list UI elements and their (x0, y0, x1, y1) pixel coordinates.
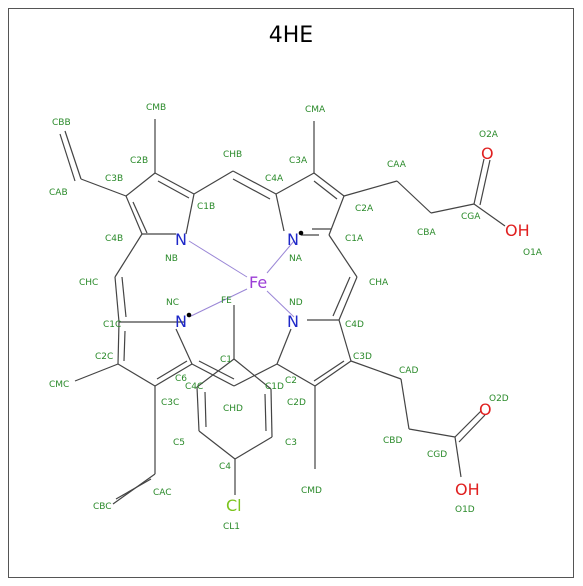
nitrogen-atom-nd: N (287, 312, 299, 331)
atom-label: O2D (489, 394, 509, 404)
atom-label: CHC (79, 278, 98, 288)
atom-label: NB (165, 254, 178, 264)
atom-label: NC (166, 298, 179, 308)
atom-label: ND (289, 298, 303, 308)
atom-label: CL1 (223, 522, 240, 532)
oxygen-atom-o2d: O (479, 400, 492, 419)
iron-atom: Fe (249, 273, 267, 292)
atom-label: CMA (305, 105, 326, 115)
atom-label: C6 (175, 374, 187, 384)
atom-label: CAC (153, 488, 172, 498)
atom-label: CMB (146, 103, 166, 113)
structure-panel: 4HE (8, 8, 574, 578)
atom-label: C2C (95, 352, 113, 362)
molecule-diagram: Fe N N N N O OH O OH Cl CBB CMB CMA O2A … (49, 103, 543, 532)
oxygen-atom-o2a: O (481, 144, 494, 163)
atom-label: C4B (105, 234, 123, 244)
atom-label: C5 (173, 438, 185, 448)
atom-label: C2 (285, 376, 297, 386)
chlorine-atom: Cl (226, 496, 242, 515)
atom-label: CHA (369, 278, 389, 288)
atom-label: CBC (93, 502, 112, 512)
radical-dot-nc (186, 312, 192, 318)
atom-label: C4 (219, 462, 231, 472)
atom-label: O1A (523, 248, 543, 258)
atom-label: C1B (197, 202, 215, 212)
radical-dot-na (298, 230, 304, 236)
atom-label: C1A (345, 234, 364, 244)
hydroxyl-o1a: OH (505, 221, 530, 240)
atom-label: CMD (301, 486, 322, 496)
atom-label: CGA (461, 212, 481, 222)
bond-lines (59, 119, 506, 505)
atom-label: CAD (399, 366, 418, 376)
atom-label: CBB (52, 118, 71, 128)
molecule-title: 4HE (268, 23, 314, 48)
nitrogen-atom-na: N (287, 230, 299, 249)
nitrogen-atom-nb: N (175, 230, 187, 249)
atom-label: CMC (49, 380, 69, 390)
coordination-bonds (188, 240, 295, 318)
atom-name-labels: CBB CMB CMA O2A C2B CHB C3A CAA C3B C4A … (49, 103, 543, 532)
atom-label: CBA (417, 228, 436, 238)
atom-label: C1D (265, 382, 284, 392)
atom-label: C2D (287, 398, 306, 408)
atom-label: CGD (427, 450, 447, 460)
atom-label: CAA (387, 160, 407, 170)
atom-label: C3B (105, 174, 123, 184)
atom-label: C3 (285, 438, 297, 448)
atom-label: C2A (355, 204, 374, 214)
atom-label: C3D (353, 352, 372, 362)
atom-label: CHD (223, 404, 243, 414)
atom-label: C2B (130, 156, 148, 166)
atom-label: NA (289, 254, 303, 264)
atom-label: FE (221, 296, 232, 306)
atom-label: C4C (185, 382, 203, 392)
heteroatom-labels: Fe N N N N O OH O OH Cl (175, 144, 530, 515)
atom-label: C4A (265, 174, 284, 184)
hydroxyl-o1d: OH (455, 480, 480, 499)
atom-label: O1D (455, 505, 475, 515)
atom-label: CHB (223, 150, 242, 160)
atom-label: O2A (479, 130, 499, 140)
atom-label: C3A (289, 156, 308, 166)
atom-label: CAB (49, 188, 68, 198)
atom-label: C4D (345, 320, 364, 330)
atom-label: C3C (161, 398, 179, 408)
atom-label: C1 (220, 355, 232, 365)
nitrogen-atom-nc: N (175, 312, 187, 331)
atom-label: CBD (383, 436, 402, 446)
atom-label: C1C (103, 320, 121, 330)
